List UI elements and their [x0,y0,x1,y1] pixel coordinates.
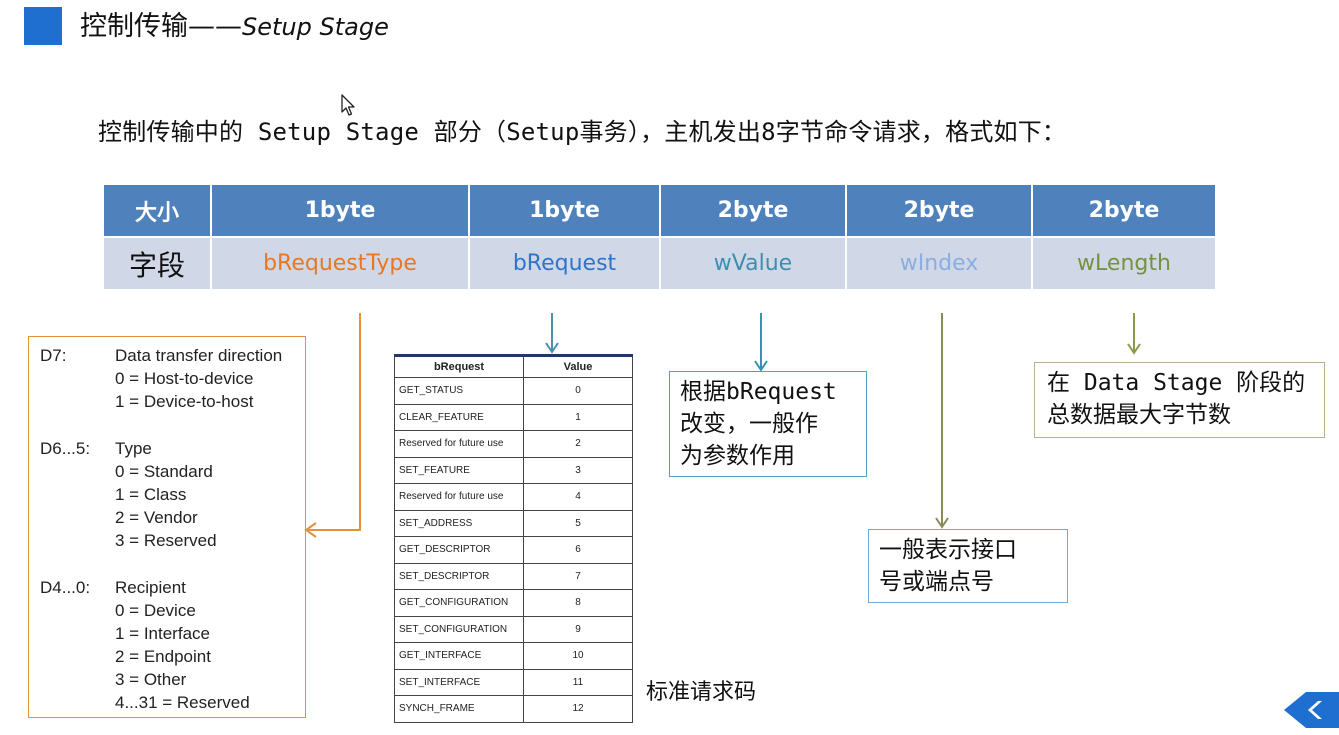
size-header: 大小 [104,185,212,237]
field-cell-brequest: bRequest [469,236,661,289]
wvalue-note: 根据bRequest 改变，一般作 为参数作用 [669,371,867,477]
size-cell: 2byte [846,185,1033,237]
size-cell: 1byte [211,185,470,237]
detail-line: Recipient [115,578,186,597]
windex-note: 一般表示接口 号或端点号 [868,529,1068,603]
detail-line: Type [115,439,152,458]
request-name: SET_CONFIGURATION [394,615,524,643]
request-value: 7 [523,562,633,590]
detail-line: 0 = Standard [115,462,213,481]
column-header: bRequest [394,355,524,378]
detail-line: 3 = Reserved [115,531,217,550]
size-cell: 2byte [1032,185,1217,237]
field-header: 字段 [104,236,212,289]
detail-line: 0 = Host-to-device [115,369,254,388]
request-value: 10 [523,642,633,670]
request-type-detail-box: D7: Data transfer direction 0 = Host-to-… [28,336,306,718]
arrow-wvalue-head [754,360,768,372]
detail-line: 1 = Interface [115,624,210,643]
field-row: 字段 bRequestType bRequest wValue wIndex w… [104,236,1217,289]
field-cell-windex: wIndex [846,236,1033,289]
note-line: 号或端点号 [879,569,994,595]
note-line: 一般表示接口 [879,537,1017,563]
request-value: 0 [523,377,633,405]
request-name: SET_FEATURE [394,456,524,484]
request-name: GET_STATUS [394,377,524,405]
request-name: SYNCH_FRAME [394,695,524,723]
size-cell: 1byte [469,185,661,237]
field-cell-wlength: wLength [1032,236,1217,289]
detail-line: 4...31 = Reserved [115,693,250,712]
note-line: 总数据最大字节数 [1047,402,1231,428]
back-arrow-icon[interactable] [1284,690,1339,730]
arrow-brequesttype-head [304,522,317,538]
request-value: 3 [523,456,633,484]
request-name: SET_INTERFACE [394,668,524,696]
standard-request-caption: 标准请求码 [646,680,757,705]
title-cn: 控制传输 [80,11,188,42]
table-header-row: bRequest Value [394,355,633,378]
intro-text: 控制传输中的 Setup Stage 部分（Setup事务），主机发出8字节命令… [98,118,1067,146]
detail-line: 1 = Class [115,485,187,504]
detail-line: 3 = Other [115,670,187,689]
arrow-brequest-head [545,342,559,354]
detail-line: Data transfer direction [115,346,283,365]
size-row: 大小 1byte 1byte 2byte 2byte 2byte [104,185,1217,237]
request-value: 11 [523,668,633,696]
detail-line: 1 = Device-to-host [115,392,254,411]
arrow-wlength-head [1127,343,1141,355]
arrow-brequesttype [306,313,361,531]
field-cell-brequesttype: bRequestType [211,236,470,289]
column-header: Value [523,355,633,378]
detail-line: D6...5: [40,439,91,458]
detail-line: 0 = Device [115,601,196,620]
title-en: Setup Stage [242,13,389,41]
request-name: GET_DESCRIPTOR [394,536,524,564]
page-title: 控制传输——Setup Stage [80,9,389,45]
detail-line: D7: [40,346,67,365]
note-line: 在 Data Stage 阶段的 [1047,370,1306,396]
wlength-note: 在 Data Stage 阶段的 总数据最大字节数 [1034,362,1325,438]
title-accent-block [24,7,62,45]
note-line: 根据bRequest [680,379,837,405]
request-value: 6 [523,536,633,564]
cursor-icon [341,94,355,116]
arrow-windex-head [935,517,949,529]
title-separator: —— [188,11,242,42]
size-cell: 2byte [660,185,847,237]
detail-line: 2 = Endpoint [115,647,211,666]
detail-line: D4...0: [40,578,91,597]
request-name: GET_CONFIGURATION [394,589,524,617]
request-name: Reserved for future use [394,483,524,511]
note-line: 改变，一般作 [680,411,818,437]
setup-format-table: 大小 1byte 1byte 2byte 2byte 2byte 字段 bReq… [104,185,1217,289]
request-value: 9 [523,615,633,643]
request-value: 4 [523,483,633,511]
request-value: 12 [523,695,633,723]
request-value: 1 [523,403,633,431]
detail-line: 2 = Vendor [115,508,198,527]
note-line: 为参数作用 [680,443,795,469]
field-cell-wvalue: wValue [660,236,847,289]
